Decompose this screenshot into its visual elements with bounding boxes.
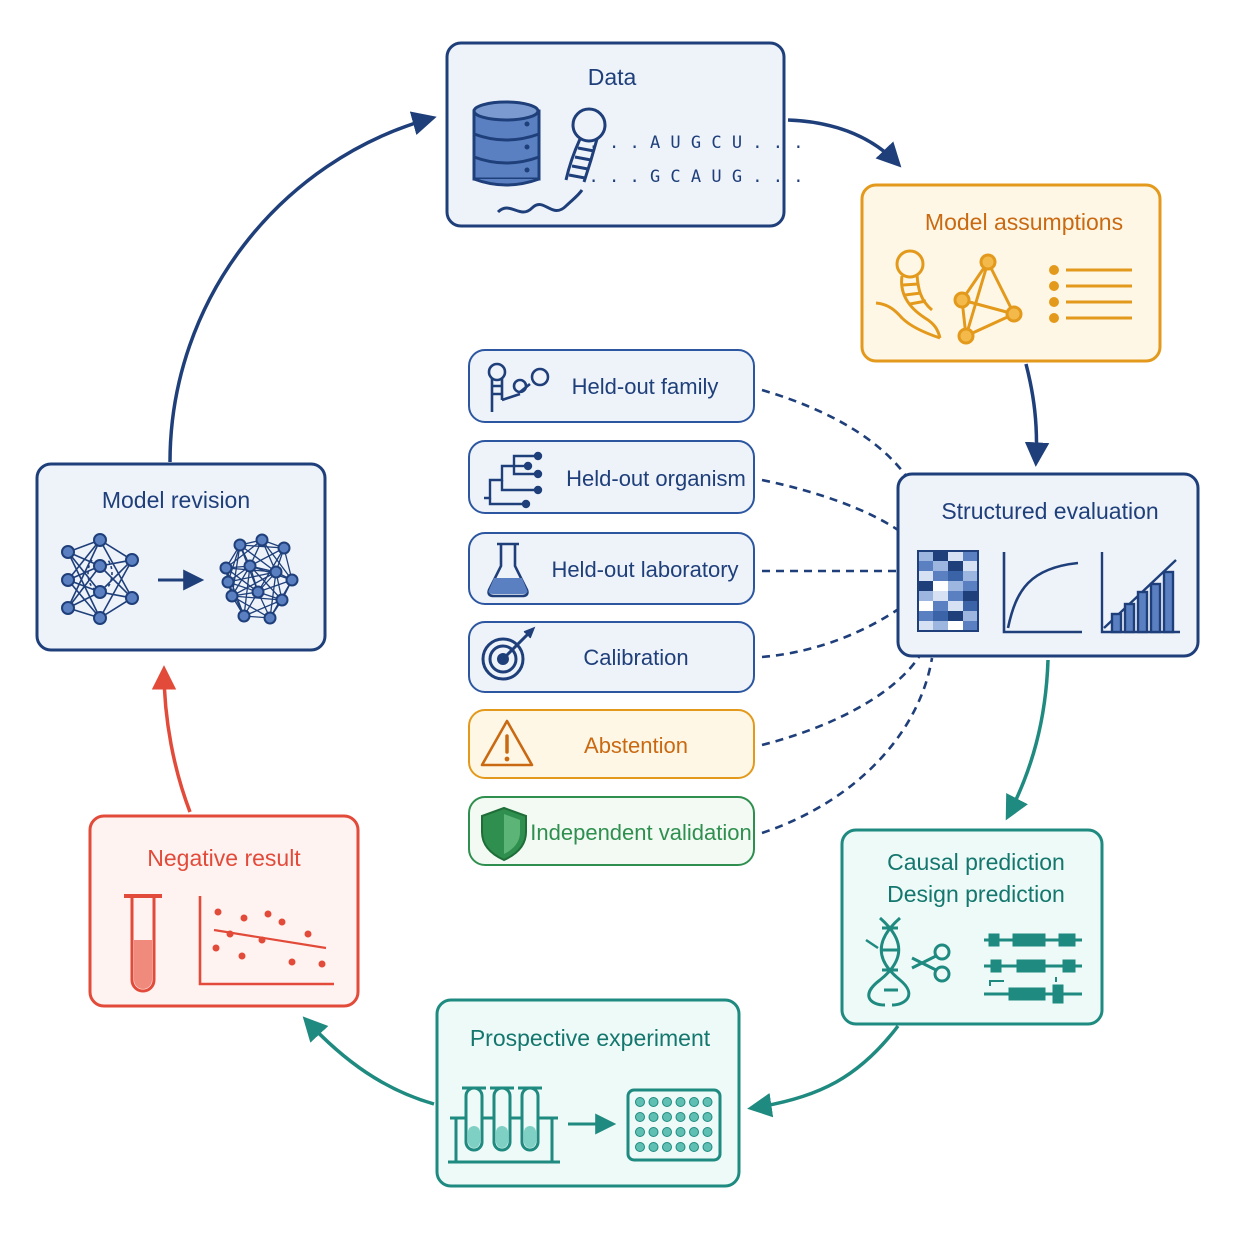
- criterion-held-out-family: Held-out family: [468, 349, 755, 423]
- connector-independent-validation: [761, 657, 934, 835]
- dense-network-icon: [219, 533, 299, 625]
- criteria-connectors: [761, 388, 934, 835]
- rna-family-icon: [487, 362, 550, 412]
- arrow-evaluation-to-prediction: [1005, 659, 1050, 821]
- negative-result-box: Negative result: [88, 814, 360, 1008]
- curve-icon: [1002, 552, 1082, 634]
- arrow-experiment-to-negative: [302, 1016, 435, 1106]
- shield-icon: [481, 806, 527, 862]
- connector-abstention: [761, 651, 924, 747]
- bar-chart-icon: [1100, 552, 1180, 634]
- criterion-held-out-laboratory: Held-out laboratory: [468, 532, 755, 605]
- criteria-list: Held-out family Held-out organism: [468, 349, 755, 866]
- connector-held-out-family: [761, 388, 908, 477]
- arrow-data-to-assumptions: [787, 118, 902, 168]
- constructs-icon: [984, 933, 1082, 1004]
- criterion-label: Independent validation: [530, 820, 751, 845]
- well-plate-icon: [626, 1088, 722, 1162]
- test-tube-icon: [124, 894, 162, 993]
- sequence-top: . . . A U G C U . . .: [589, 133, 804, 153]
- scissors-icon: [911, 943, 951, 983]
- sequence-bottom: . . . G C A U G . . .: [589, 167, 804, 187]
- arrow-assumptions-to-evaluation: [1024, 363, 1050, 467]
- prospective-experiment-title: Prospective experiment: [470, 1025, 711, 1051]
- structured-evaluation-title: Structured evaluation: [941, 498, 1158, 524]
- phylogeny-tree-icon: [484, 451, 543, 509]
- connector-held-out-organism: [761, 478, 899, 532]
- graph-icon: [953, 253, 1023, 345]
- arrow-negative-to-revision: [151, 665, 192, 813]
- test-tubes-icon: [448, 1086, 560, 1164]
- dna-icon: [865, 916, 911, 1007]
- model-assumptions-box: Model assumptions: [860, 183, 1162, 363]
- criterion-label: Held-out family: [572, 374, 719, 399]
- criterion-held-out-organism: Held-out organism: [468, 440, 755, 514]
- model-assumptions-title: Model assumptions: [925, 209, 1123, 235]
- causal-prediction-title: Causal prediction: [887, 849, 1065, 875]
- model-revision-title: Model revision: [102, 487, 250, 513]
- model-revision-box: Model revision: [35, 462, 327, 652]
- criterion-label: Abstention: [584, 733, 688, 758]
- criterion-calibration: Calibration: [468, 621, 755, 693]
- criterion-label: Calibration: [583, 645, 688, 670]
- criterion-label: Held-out organism: [566, 466, 746, 491]
- heatmap-icon: [917, 550, 979, 632]
- negative-result-title: Negative result: [147, 845, 301, 871]
- warning-icon: [480, 719, 534, 767]
- structured-evaluation-box: Structured evaluation: [896, 472, 1200, 658]
- connector-calibration: [761, 606, 901, 659]
- data-title: Data: [588, 64, 637, 90]
- prediction-box: Causal prediction Design prediction: [840, 828, 1104, 1026]
- arrow-prediction-to-experiment: [747, 1024, 900, 1118]
- neural-network-icon: [61, 533, 139, 625]
- criterion-abstention: Abstention: [468, 709, 755, 779]
- arrow-revision-to-data: [168, 111, 437, 463]
- data-box: Data . . . A U G C U . . . . . . G C A U…: [445, 41, 804, 228]
- design-prediction-title: Design prediction: [887, 881, 1065, 907]
- criterion-independent-validation: Independent validation: [468, 796, 755, 866]
- scatter-plot-icon: [198, 896, 334, 986]
- rna-hairpin-icon: [875, 249, 942, 340]
- database-icon: [472, 100, 541, 187]
- target-icon: [481, 626, 536, 681]
- prospective-experiment-box: Prospective experiment: [435, 998, 741, 1188]
- flask-icon: [487, 542, 529, 598]
- rna-hairpin-icon: [496, 107, 607, 214]
- criterion-label: Held-out laboratory: [551, 557, 738, 582]
- list-icon: [1049, 265, 1132, 323]
